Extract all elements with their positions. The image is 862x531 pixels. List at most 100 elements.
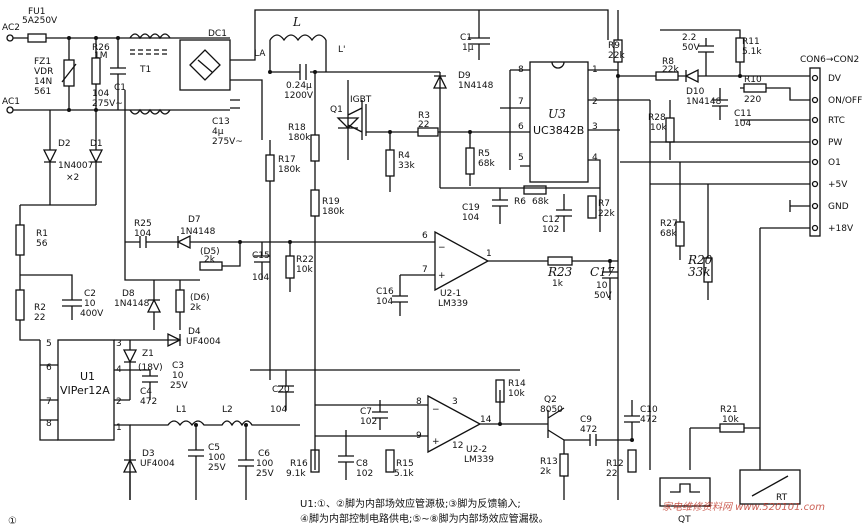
- q1-label: Q1: [330, 105, 343, 115]
- z1-value: (18V): [138, 363, 163, 373]
- d6-value: 2k: [190, 303, 202, 313]
- figure-number: ①: [8, 516, 17, 527]
- c13-label: C13: [212, 117, 230, 127]
- u1-pin3: 3: [116, 339, 122, 349]
- r19-label: R19: [322, 197, 340, 207]
- r27-label: R27: [660, 219, 678, 229]
- r25-label: R25: [134, 219, 152, 229]
- resistor-r28: [665, 117, 675, 143]
- c12-value: 102: [542, 225, 559, 235]
- c4-label: C4: [140, 387, 152, 397]
- r25-value: 104: [134, 229, 151, 239]
- coil-l: [269, 34, 327, 42]
- u1-pin6: 6: [46, 363, 52, 373]
- r8-label: R8: [662, 57, 674, 67]
- c2-value1: 10: [84, 299, 96, 309]
- r20-label: R20: [687, 253, 713, 267]
- u3-value: UC3842B: [533, 124, 584, 137]
- la-label: LA: [254, 49, 266, 59]
- con-pw-label: PW: [828, 138, 842, 148]
- r17-value: 180k: [278, 165, 301, 175]
- capacitor-c13: [230, 99, 240, 109]
- c11-value: 104: [734, 119, 751, 129]
- junction-dot: [608, 259, 612, 263]
- opamp2-wires: [250, 369, 540, 437]
- c17-value1: 10: [596, 281, 608, 291]
- con-5v-label: +5V: [828, 180, 848, 190]
- opamp-u2-1: [434, 230, 490, 292]
- con-dv-label: DV: [828, 74, 842, 84]
- u3-pin6: 6: [518, 122, 524, 132]
- c5-value2: 25V: [208, 463, 226, 473]
- r13-value: 2k: [540, 467, 552, 477]
- d8-wires: [146, 242, 241, 330]
- c16-label: C16: [376, 287, 394, 297]
- c9-label: C9: [580, 415, 592, 425]
- varistor-leads: [61, 38, 77, 110]
- r10-label: R10: [744, 75, 762, 85]
- sensor-qt-switch: [670, 483, 700, 493]
- c8-value: 102: [356, 469, 373, 479]
- opamp1-minus: −: [438, 243, 446, 253]
- d10-label: D10: [686, 87, 705, 97]
- lb-label: L': [338, 45, 346, 55]
- diode-d9: [432, 72, 448, 188]
- c2-value2: 400V: [80, 309, 104, 319]
- r22-label: R22: [296, 255, 314, 265]
- c2-label: C2: [84, 289, 96, 299]
- d3-label: D3: [142, 449, 155, 459]
- u1-pin2: 2: [116, 397, 122, 407]
- d12-value: 1N4007: [58, 161, 93, 171]
- diodes-d1-d2: [20, 110, 104, 206]
- c7-label: C7: [360, 407, 372, 417]
- pin-18v: [811, 224, 819, 232]
- junction-dot: [468, 130, 472, 134]
- l-label: L: [292, 15, 301, 29]
- c5-label: C5: [208, 443, 220, 453]
- r18-label: R18: [288, 123, 306, 133]
- pin-pw: [811, 138, 819, 146]
- r5-label: R5: [478, 149, 490, 159]
- u1-label: U1: [80, 370, 95, 383]
- d2-label: D2: [58, 139, 71, 149]
- r1-r2-leads: [19, 205, 73, 341]
- capacitor-c5: [188, 425, 204, 500]
- u3-pin5: 5: [518, 153, 524, 163]
- d10-value: 1N4148: [686, 97, 722, 107]
- junction-dots: [67, 36, 742, 442]
- u21-label: U2-1: [440, 289, 461, 299]
- resistor-r15: [385, 449, 395, 473]
- capacitor-c15: [254, 242, 270, 280]
- r22-value: 10k: [296, 265, 313, 275]
- resonant-cap-value1: 0.24μ: [286, 81, 312, 91]
- pin-onoff: [811, 96, 819, 104]
- r6-value: 68k: [532, 197, 549, 207]
- u3-pin-wires: [500, 69, 650, 232]
- z1-label: Z1: [142, 349, 154, 359]
- junction-dot: [94, 108, 98, 112]
- capacitor-c2: [62, 299, 82, 320]
- pin-gnd: [811, 202, 819, 210]
- opamp1-pin1: 1: [486, 249, 492, 259]
- connector-body: [809, 67, 821, 237]
- resistor-r21: [719, 423, 745, 433]
- u3-pin4: 4: [592, 153, 598, 163]
- sensor-rt-arrow: [751, 475, 789, 497]
- q2-label: Q2: [544, 395, 557, 405]
- diode-d4: [167, 332, 182, 348]
- d4-value: UF4004: [186, 337, 221, 347]
- c9-value: 472: [580, 425, 597, 435]
- d4-label: D4: [188, 327, 201, 337]
- r26-value: 1M: [94, 51, 108, 61]
- choke-t1-coils: [129, 33, 171, 115]
- c6-label: C6: [258, 449, 270, 459]
- igbt-label: IGBT: [350, 95, 372, 105]
- connector-label: CON6→CON2: [800, 55, 859, 65]
- opamp1-pin7: 7: [422, 265, 428, 275]
- c15-label: C15: [252, 251, 270, 261]
- c10-label: C10: [640, 405, 658, 415]
- capacitor-c10: [624, 400, 640, 440]
- connector-con6: CON6→CON2 DV ON/OFF RTC PW O1 +5V GND +1…: [620, 55, 862, 470]
- u21-value: LM339: [438, 299, 468, 309]
- resistor-r17: [265, 154, 275, 182]
